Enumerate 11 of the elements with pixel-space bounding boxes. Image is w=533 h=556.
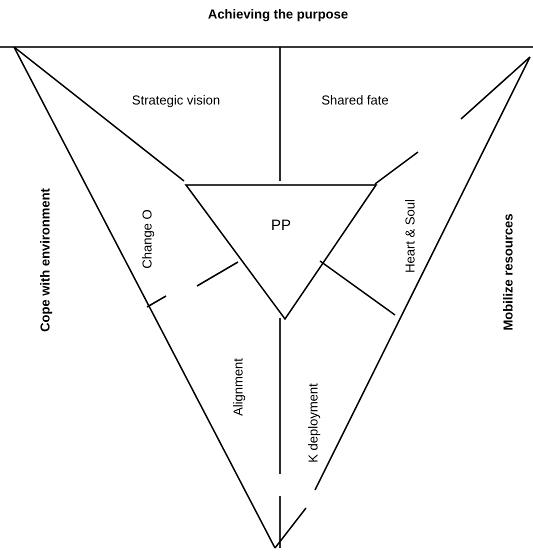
diagram-title: Achieving the purpose: [208, 6, 348, 22]
center-label: PP: [270, 217, 292, 234]
side-label: Mobilize resources: [500, 213, 516, 331]
section-label: Heart & Soul: [402, 199, 418, 273]
side-label: Cope with environment: [38, 188, 52, 332]
section-label: Alignment: [230, 358, 246, 416]
center-triangle: [186, 185, 376, 319]
section-label: Strategic vision: [132, 92, 220, 108]
section-label: Change O: [140, 209, 154, 269]
section-label: K deployment: [306, 383, 320, 463]
section-label: Shared fate: [321, 92, 389, 108]
